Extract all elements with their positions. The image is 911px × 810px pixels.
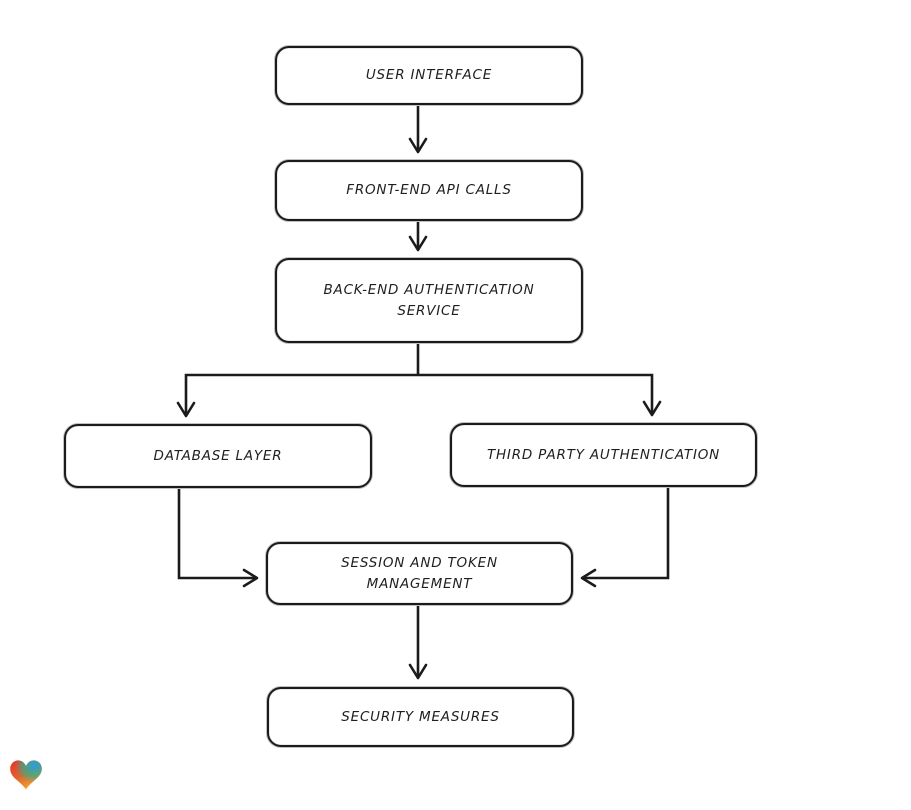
node-third-party-authentication[interactable]: THIRD PARTY AUTHENTICATION	[450, 423, 757, 487]
node-user-interface[interactable]: USER INTERFACE	[275, 46, 583, 105]
node-front-end-api-calls-label: FRONT-END API CALLS	[346, 182, 512, 199]
node-session-and-token-management-label: SESSION AND TOKEN MANAGEMENT	[341, 554, 498, 592]
edge-database-to-session	[177, 489, 259, 588]
node-front-end-api-calls[interactable]: FRONT-END API CALLS	[275, 160, 583, 221]
node-back-end-authentication-service-label: BACK-END AUTHENTICATION SERVICE	[323, 281, 535, 319]
node-security-measures-label: SECURITY MEASURES	[341, 708, 500, 725]
edge-backend-to-thirdparty	[418, 373, 662, 417]
node-database-layer-label: DATABASE LAYER	[153, 447, 283, 464]
node-security-measures[interactable]: SECURITY MEASURES	[267, 687, 574, 747]
edge-backend-to-database	[176, 373, 418, 418]
node-third-party-authentication-label: THIRD PARTY AUTHENTICATION	[486, 446, 721, 463]
heart-logo	[10, 760, 42, 790]
node-user-interface-label: USER INTERFACE	[365, 67, 493, 84]
node-database-layer[interactable]: DATABASE LAYER	[64, 424, 372, 488]
edge-thirdparty-to-session	[580, 488, 670, 588]
node-session-and-token-management[interactable]: SESSION AND TOKEN MANAGEMENT	[266, 542, 573, 605]
node-back-end-authentication-service[interactable]: BACK-END AUTHENTICATION SERVICE	[275, 258, 583, 343]
